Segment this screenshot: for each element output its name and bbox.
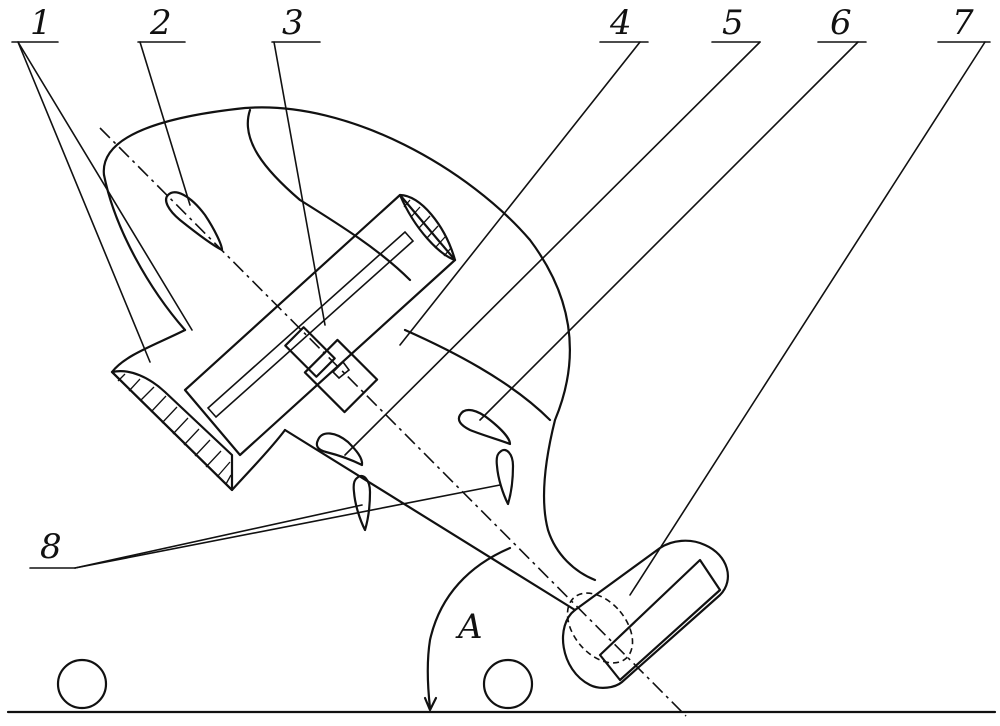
fairing-inner-curve bbox=[246, 108, 412, 282]
vane-8b bbox=[495, 448, 515, 506]
leader-line-4 bbox=[399, 41, 641, 346]
fairing-lower-left bbox=[102, 173, 187, 332]
part-label-5: 5 bbox=[722, 3, 744, 43]
part-label-2: 2 bbox=[149, 3, 172, 43]
body-lower-edge bbox=[283, 428, 577, 612]
duct-shroud bbox=[110, 328, 287, 492]
rotor-end-hatching bbox=[403, 199, 452, 257]
rear-wheel bbox=[482, 658, 534, 710]
hub-shaft bbox=[284, 326, 336, 378]
part-label-3: 3 bbox=[282, 3, 304, 43]
part-label-6: 6 bbox=[830, 3, 852, 43]
vane-8a bbox=[352, 474, 372, 532]
part-label-7: 7 bbox=[952, 3, 974, 43]
tail-hidden-ring bbox=[566, 592, 634, 664]
fairing-outline bbox=[102, 106, 597, 582]
rotor-blade-slot bbox=[206, 230, 415, 419]
front-wheel bbox=[56, 658, 108, 710]
tail-cylinder bbox=[561, 539, 729, 689]
airfoil-6 bbox=[457, 408, 512, 446]
leader-line-2 bbox=[139, 41, 191, 206]
motor-detail bbox=[331, 360, 351, 380]
leader-line-3 bbox=[273, 41, 326, 326]
leader-line-1b bbox=[17, 41, 151, 363]
leader-line-5 bbox=[344, 41, 761, 456]
center-axis-line bbox=[99, 127, 687, 717]
duct-lip bbox=[110, 370, 234, 492]
duct-lip-hatching bbox=[117, 373, 232, 485]
leader-line-8b bbox=[74, 484, 501, 569]
airfoil-5 bbox=[315, 432, 364, 467]
airfoil-2 bbox=[164, 191, 224, 252]
fairing-lower-right bbox=[403, 328, 552, 422]
angle-label: A bbox=[455, 607, 483, 647]
leader-line-7 bbox=[629, 41, 986, 596]
rotor-end-cap bbox=[398, 193, 457, 262]
leader-line-8a bbox=[74, 504, 363, 569]
part-label-8: 8 bbox=[40, 527, 62, 567]
angle-arrow-head bbox=[423, 696, 438, 712]
leader-line-6 bbox=[479, 41, 859, 421]
part-label-4: 4 bbox=[609, 3, 632, 43]
angle-arc bbox=[426, 546, 512, 710]
motor-block bbox=[303, 338, 379, 414]
tail-slot bbox=[598, 558, 722, 682]
leader-line-1a bbox=[17, 41, 193, 331]
part-label-1: 1 bbox=[30, 3, 52, 43]
